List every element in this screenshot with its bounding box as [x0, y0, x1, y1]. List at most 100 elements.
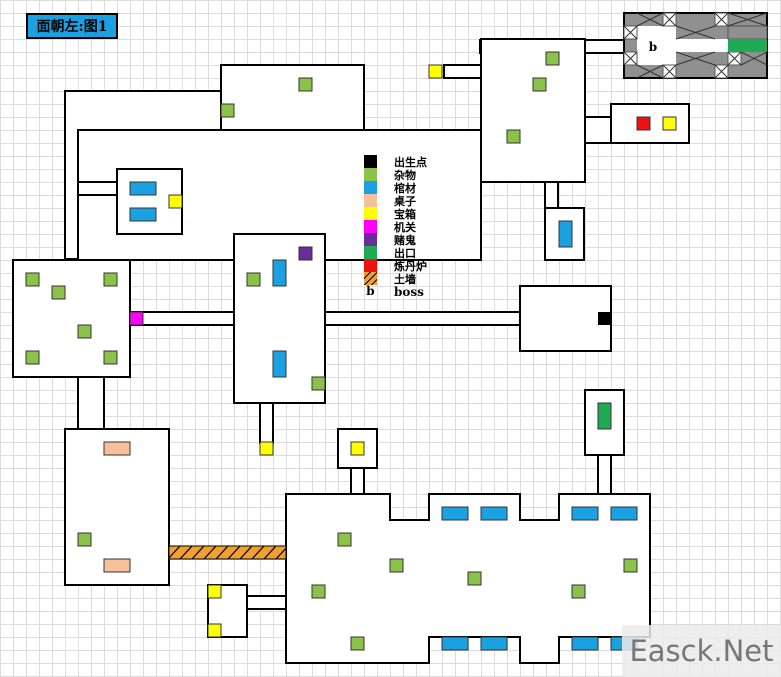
legend-item-switch: 机关	[364, 220, 427, 234]
coffin-marker	[129, 207, 157, 222]
item-marker	[311, 376, 326, 391]
corridor	[259, 401, 274, 444]
corridor	[584, 116, 612, 144]
corridor	[77, 375, 105, 432]
item-marker	[467, 571, 482, 586]
item-marker	[389, 558, 404, 573]
item-marker	[298, 77, 313, 92]
item-marker	[77, 324, 92, 339]
chest-markers	[168, 64, 677, 638]
furnace-marker	[636, 116, 651, 131]
item-marker	[337, 532, 352, 547]
legend-item-furnace: 炼丹炉	[364, 259, 427, 273]
legend: 出生点 杂物 棺材 桌子 宝箱 机关 赌鬼 出口 炼丹炉 土墙 b boss	[364, 155, 427, 299]
item-marker	[506, 129, 521, 144]
chest-marker	[207, 584, 222, 599]
switch-marker	[129, 311, 144, 326]
map-title: 面朝左:图1	[26, 13, 118, 39]
legend-item-boss: b boss	[364, 284, 427, 299]
legend-label: 机关	[394, 220, 416, 234]
corridor	[443, 64, 483, 79]
corridor	[324, 311, 521, 326]
legend-label: 炼丹炉	[394, 259, 427, 273]
ghost-marker	[298, 246, 313, 261]
chest-marker	[428, 64, 443, 79]
legend-label: 杂物	[394, 168, 416, 182]
item-marker	[77, 532, 92, 547]
coffin-marker	[480, 506, 508, 521]
coffin-marker	[272, 259, 287, 287]
coffin-marker	[571, 506, 599, 521]
coffin-marker	[571, 636, 599, 651]
legend-item-ghost: 赌鬼	[364, 233, 427, 247]
coffin-marker	[480, 636, 508, 651]
corridor	[597, 454, 612, 495]
legend-item-spawn: 出生点	[364, 155, 427, 169]
chest-marker	[168, 194, 183, 209]
corridor	[129, 311, 235, 326]
legend-label: 赌鬼	[394, 233, 416, 247]
spawn-swatch-icon	[364, 155, 377, 168]
item-marker	[532, 77, 547, 92]
item-marker	[623, 558, 638, 573]
corridor	[350, 465, 365, 495]
item-marker	[246, 272, 261, 287]
table-marker	[103, 558, 131, 573]
earth-wall	[168, 545, 287, 560]
coffin-marker	[610, 506, 638, 521]
legend-item-coffin: 棺材	[364, 181, 427, 195]
item-marker	[220, 103, 235, 118]
legend-item-exit: 出口	[364, 246, 427, 260]
chest-marker	[350, 441, 365, 456]
earthwall-swatch-icon	[364, 272, 377, 285]
room	[337, 428, 378, 469]
room	[220, 64, 365, 131]
legend-label: 出口	[394, 246, 416, 260]
legend-item-chest: 宝箱	[364, 207, 427, 221]
legend-label: 宝箱	[394, 207, 416, 221]
item-swatch-icon	[364, 168, 377, 181]
item-marker	[571, 584, 586, 599]
boss-marker: b	[649, 40, 657, 54]
corridor	[77, 181, 119, 196]
legend-item-item: 杂物	[364, 168, 427, 182]
corridor	[544, 179, 559, 211]
item-marker	[103, 272, 118, 287]
legend-label: 出生点	[394, 155, 427, 169]
item-marker	[350, 636, 365, 651]
table-markers	[103, 441, 131, 573]
legend-label: boss	[394, 284, 424, 299]
legend-label: 土墙	[394, 272, 416, 286]
chest-marker	[662, 116, 677, 131]
legend-item-earthwall: 土墙	[364, 272, 427, 286]
spawn-marker	[598, 312, 611, 325]
coffin-marker	[441, 636, 469, 651]
table-marker	[103, 441, 131, 456]
room	[480, 38, 586, 183]
coffin-swatch-icon	[364, 181, 377, 194]
watermark: Easck.Net	[622, 625, 781, 677]
chest-swatch-icon	[364, 207, 377, 220]
item-marker	[311, 584, 326, 599]
item-markers	[25, 51, 638, 651]
room	[519, 285, 612, 352]
item-marker	[103, 350, 118, 365]
coffin-marker	[441, 506, 469, 521]
table-swatch-icon	[364, 194, 377, 207]
exit-swatch-icon	[364, 246, 377, 259]
switch-swatch-icon	[364, 220, 377, 233]
boss-room: b	[623, 12, 768, 79]
corridor	[245, 595, 287, 610]
boss-exit-marker	[728, 39, 767, 52]
legend-label: 棺材	[394, 181, 416, 195]
ghost-swatch-icon	[364, 233, 377, 246]
boss-symbol-icon: b	[366, 284, 375, 298]
chest-marker	[207, 623, 222, 638]
furnace-swatch-icon	[364, 259, 377, 272]
item-marker	[25, 272, 40, 287]
item-marker	[25, 350, 40, 365]
legend-item-table: 桌子	[364, 194, 427, 208]
item-marker	[51, 285, 66, 300]
chest-marker	[259, 441, 274, 456]
